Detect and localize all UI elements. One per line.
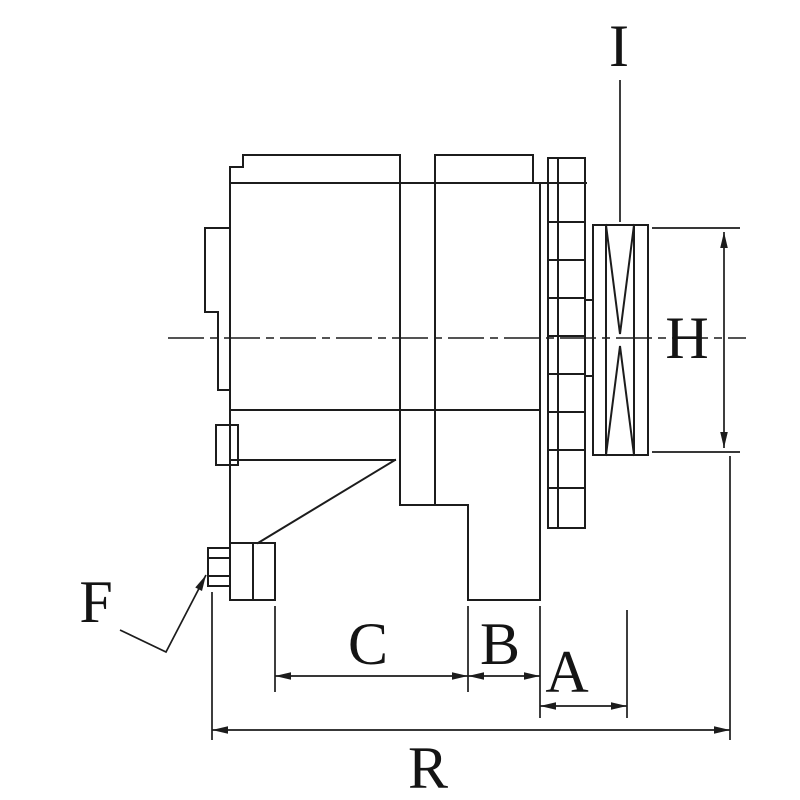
pulley: [584, 223, 649, 457]
dimension-a: A: [540, 610, 628, 718]
fan-rib-section: [547, 157, 586, 529]
dimension-r: R: [211, 456, 731, 800]
dim-label-f: F: [79, 569, 112, 635]
dim-label-b: B: [480, 611, 520, 677]
dimension-i: I: [609, 13, 629, 222]
dim-label-c: C: [348, 611, 388, 677]
dim-label-h: H: [665, 305, 708, 371]
dimension-b: B: [468, 606, 541, 718]
dim-label-i: I: [609, 13, 629, 79]
dimension-f: F: [79, 569, 207, 654]
dim-label-a: A: [545, 639, 588, 705]
alternator-body: [204, 154, 587, 601]
dim-label-r: R: [408, 735, 448, 800]
dimension-h: H: [652, 227, 740, 453]
dimension-c: C: [274, 606, 469, 692]
